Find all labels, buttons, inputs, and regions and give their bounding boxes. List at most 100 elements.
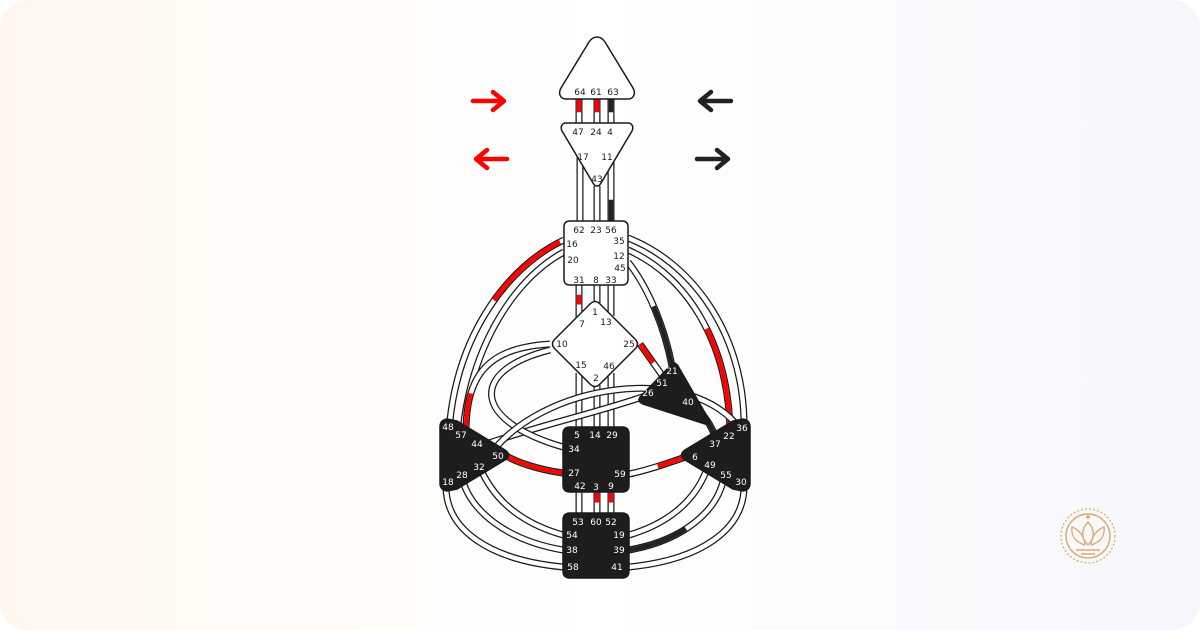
gate-33: 33	[605, 276, 616, 286]
channel-activation-25-51	[638, 342, 666, 380]
gate-55: 55	[720, 471, 731, 481]
variable-arrows	[470, 89, 734, 171]
gate-6: 6	[692, 453, 698, 463]
gate-18: 18	[442, 478, 454, 488]
gate-25: 25	[623, 340, 634, 350]
gate-47: 47	[572, 128, 583, 138]
spleen-center[interactable]	[439, 418, 510, 492]
gate-35: 35	[613, 237, 624, 247]
gate-43: 43	[591, 175, 602, 185]
solar-plexus-center[interactable]	[680, 418, 751, 492]
g-center[interactable]	[551, 300, 639, 388]
channel-54-32	[476, 466, 564, 539]
channel-activation-59-6	[628, 454, 687, 477]
gate-29: 29	[606, 431, 618, 441]
gate-37: 37	[709, 440, 720, 450]
throat-center[interactable]	[563, 220, 629, 286]
gate-42: 42	[574, 482, 585, 492]
gate-9: 9	[608, 482, 614, 492]
gate-59: 59	[614, 470, 626, 480]
channel-10-34	[488, 346, 564, 451]
gate-5: 5	[574, 431, 580, 441]
gate-30: 30	[735, 478, 747, 488]
gate-45: 45	[614, 264, 625, 274]
gate-3: 3	[593, 483, 599, 493]
channel-45-21	[625, 259, 676, 367]
channel-59-6	[628, 453, 688, 478]
channel-activation-45-21	[626, 260, 675, 367]
gate-52: 52	[605, 518, 616, 528]
gate-21: 21	[666, 367, 677, 377]
head-center[interactable]	[558, 36, 636, 100]
channel-41-30	[628, 484, 748, 571]
channel-12-22	[626, 246, 734, 431]
gate-41: 41	[611, 563, 622, 573]
gate-54: 54	[566, 531, 578, 541]
gate-20: 20	[567, 256, 579, 266]
channel-19-49	[628, 464, 712, 539]
channel-39-55	[628, 476, 728, 554]
arrow-bottom-left-icon	[473, 147, 510, 171]
ajna-center[interactable]	[560, 122, 634, 187]
channel-35-36	[626, 234, 748, 421]
gate-24: 24	[590, 128, 602, 138]
arrow-top-right-icon	[697, 89, 734, 113]
gate-50: 50	[492, 452, 504, 462]
gate-2: 2	[593, 374, 599, 384]
arrow-top-left-icon	[470, 89, 507, 113]
gate-31: 31	[573, 276, 584, 286]
gate-14: 14	[589, 431, 601, 441]
gate-34: 34	[568, 445, 580, 455]
gate-40: 40	[682, 398, 694, 408]
gate-61: 61	[590, 88, 601, 98]
sacral-center[interactable]	[562, 426, 630, 493]
gate-10: 10	[556, 340, 568, 350]
gate-23: 23	[590, 226, 601, 236]
gate-64: 64	[574, 88, 586, 98]
gate-46: 46	[603, 362, 615, 372]
gate-28: 28	[456, 471, 468, 481]
channel-38-28	[458, 477, 564, 554]
lotus-logo-icon[interactable]	[1060, 508, 1116, 564]
gate-7: 7	[579, 320, 585, 330]
gate-58: 58	[567, 563, 579, 573]
channel-10-57	[462, 340, 551, 437]
gate-8: 8	[593, 276, 599, 286]
gate-57: 57	[455, 431, 466, 441]
gate-1: 1	[592, 308, 598, 318]
gate-16: 16	[566, 240, 578, 250]
channel-sacral-spleen-arc	[487, 384, 744, 458]
channel-activation-12-22	[627, 247, 733, 431]
gate-53: 53	[572, 518, 583, 528]
channel-27-50	[502, 452, 564, 477]
arrow-bottom-right-icon	[694, 147, 731, 171]
channel-58-18	[442, 484, 564, 571]
channel-activation-39-55	[628, 476, 727, 553]
gate-51: 51	[656, 379, 667, 389]
gate-19: 19	[613, 531, 625, 541]
gate-36: 36	[736, 424, 748, 434]
gate-22: 22	[723, 432, 734, 442]
channel-activation-16-48	[447, 237, 565, 421]
gate-12: 12	[613, 252, 624, 262]
gate-27: 27	[568, 469, 579, 479]
gate-63: 63	[607, 88, 618, 98]
gate-39: 39	[613, 546, 625, 556]
gate-49: 49	[704, 461, 716, 471]
channel-activation-10-57	[463, 341, 551, 437]
root-center[interactable]	[562, 512, 630, 579]
gate-38: 38	[566, 546, 578, 556]
centers-layer	[439, 36, 751, 579]
gate-62: 62	[573, 226, 584, 236]
gate-60: 60	[590, 518, 602, 528]
gate-44: 44	[471, 440, 483, 450]
channel-16-48	[446, 236, 566, 421]
gate-56: 56	[605, 226, 617, 236]
heart-center[interactable]	[638, 362, 711, 425]
gate-15: 15	[575, 361, 586, 371]
gate-11: 11	[601, 153, 612, 163]
gate-32: 32	[473, 463, 484, 473]
